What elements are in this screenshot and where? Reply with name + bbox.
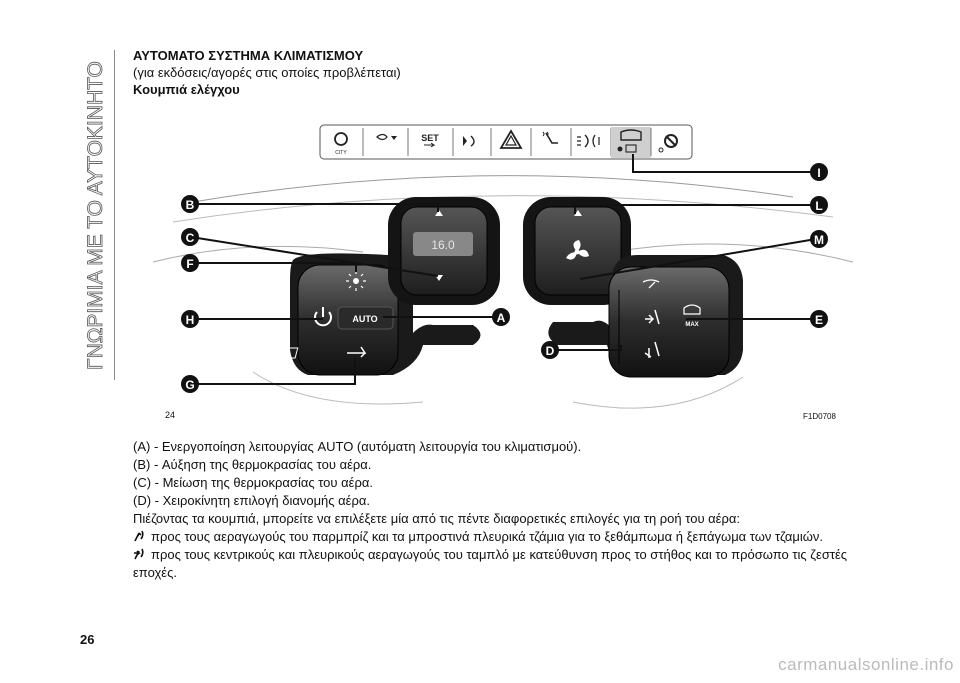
body-text: (A) - Ενεργοποίηση λειτουργίας AUTO (αυτ… (133, 438, 873, 582)
airflow-option-face-text: προς τους κεντρικούς και πλευρικούς αερα… (151, 547, 848, 562)
climate-control-figure: CITY SET (133, 112, 854, 427)
item-c: (C) - Μείωση της θερμοκρασίας του αέρα. (133, 475, 373, 490)
power-button[interactable] (314, 307, 332, 327)
leader-lines (190, 154, 817, 385)
section-heading: Κουμπιά ελέγχου (133, 82, 240, 97)
right-control-pod: MAX (548, 255, 743, 378)
airflow-option-windshield-text: προς τους αεραγωγούς του παρμπρίζ και τα… (151, 529, 823, 544)
item-d: (D) - Χειροκίνητη επιλογή διανομής αέρα. (133, 493, 371, 508)
svg-text:G: G (185, 378, 194, 392)
airflow-option-face: προς τους κεντρικούς και πλευρικούς αερα… (133, 546, 873, 564)
fan-knob[interactable] (523, 197, 631, 305)
callout-L: L (810, 196, 828, 214)
svg-text:L: L (815, 199, 822, 213)
rear-defrost-icon[interactable] (617, 129, 642, 153)
page-title: ΑΥΤΟΜΑΤΟ ΣΥΣΤΗΜΑ ΚΛΙΜΑΤΙΣΜΟΥ (133, 48, 364, 63)
windshield-airflow-icon (134, 530, 144, 542)
fog-light-icon[interactable] (463, 135, 475, 147)
air-feet-button[interactable] (644, 341, 660, 358)
page-header: ΑΥΤΟΜΑΤΟ ΣΥΣΤΗΜΑ ΚΛΙΜΑΤΙΣΜΟΥ (για εκδόσε… (133, 47, 853, 98)
airflow-option-face-continued: εποχές. (133, 565, 177, 580)
fan-icon (566, 240, 589, 260)
temperature-knob[interactable]: 16.0 (388, 197, 500, 305)
callout-E: E (810, 310, 828, 328)
section-divider (114, 50, 115, 380)
airflow-intro: Πιέζοντας τα κουμπιά, μπορείτε να επιλέξ… (133, 511, 740, 526)
set-speed-icon[interactable]: SET (421, 133, 439, 148)
city-steering-icon[interactable]: CITY (334, 132, 348, 156)
callout-F: F (181, 254, 199, 272)
item-b: (B) - Αύξηση της θερμοκρασίας του αέρα. (133, 457, 372, 472)
svg-text:E: E (815, 313, 823, 327)
figure-code: F1D0708 (803, 412, 836, 421)
item-a: (A) - Ενεργοποίηση λειτουργίας AUTO (αυτ… (133, 439, 582, 454)
start-stop-icon[interactable] (658, 134, 678, 153)
section-title-text: ΓΝΩΡΙΜΙΑ ΜΕ ΤΟ ΑΥΤΟΚΙΝΗΤΟ (84, 61, 107, 370)
callout-M: M (810, 230, 828, 248)
left-control-pod: AUTO (284, 253, 481, 376)
air-face-button[interactable] (645, 309, 660, 325)
watermark: carmanualsonline.info (778, 655, 954, 674)
headlight-level-icon[interactable] (376, 133, 397, 141)
svg-text:B: B (186, 198, 195, 212)
svg-text:M: M (814, 233, 824, 247)
callout-H: H (181, 310, 199, 328)
hazard-icon[interactable] (499, 129, 523, 149)
callout-A: A (492, 308, 510, 326)
callout-C: C (181, 228, 199, 246)
auto-button-label: AUTO (352, 314, 377, 324)
svg-text:I: I (817, 166, 820, 180)
max-defrost-button[interactable]: MAX (683, 304, 701, 328)
airflow-option-windshield: προς τους αεραγωγούς του παρμπρίζ και τα… (133, 528, 873, 546)
svg-text:F: F (186, 257, 193, 271)
auto-button[interactable]: AUTO (337, 306, 394, 330)
recirculation-button[interactable] (284, 346, 367, 359)
top-switch-panel: CITY SET (319, 124, 693, 160)
page-number: 26 (80, 632, 95, 647)
fan-speed-icon[interactable] (346, 271, 366, 291)
figure-page-ref: 24 (165, 410, 176, 420)
svg-text:SET: SET (421, 133, 439, 143)
callout-B: B (181, 195, 199, 213)
max-label: MAX (685, 322, 698, 328)
seat-heating-icon[interactable] (542, 131, 558, 144)
callout-D: D (541, 341, 559, 359)
callout-I: I (810, 163, 828, 181)
callout-G: G (181, 375, 199, 393)
svg-text:H: H (186, 313, 195, 327)
svg-text:D: D (546, 344, 555, 358)
page-subtitle: (για εκδόσεις/αγορές στις οποίες προβλέπ… (133, 65, 401, 80)
svg-text:A: A (497, 311, 506, 325)
svg-text:C: C (186, 231, 195, 245)
svg-text:CITY: CITY (335, 150, 347, 156)
section-title: ΓΝΩΡΙΜΙΑ ΜΕ ΤΟ ΑΥΤΟΚΙΝΗΤΟ (80, 55, 110, 375)
air-windshield-button[interactable] (642, 279, 660, 289)
rear-fog-icon[interactable] (577, 134, 600, 148)
temperature-display: 16.0 (431, 238, 455, 252)
face-airflow-icon (134, 548, 144, 560)
